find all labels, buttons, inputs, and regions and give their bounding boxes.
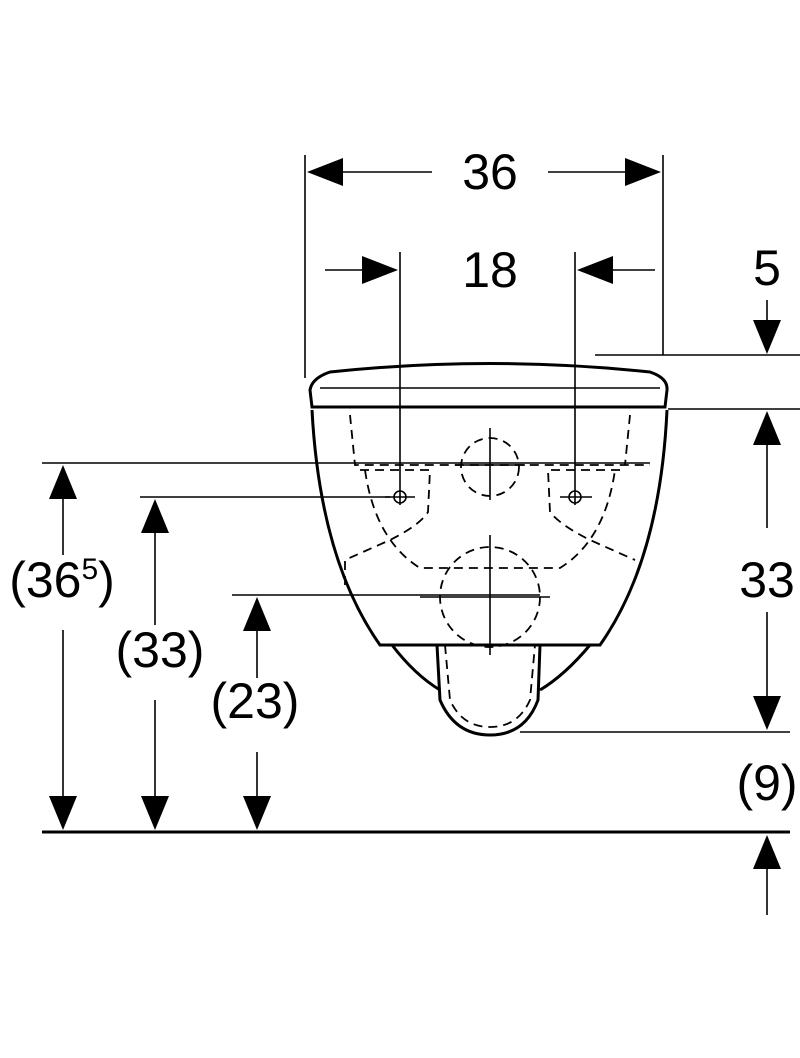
dimension-body-height: 33 (9) — [520, 411, 798, 915]
dimension-overall-width: 36 — [304, 144, 664, 378]
label-9: (9) — [736, 755, 797, 811]
label-33-right: 33 — [739, 552, 795, 608]
dimension-top-offset: 5 — [595, 240, 800, 410]
label-18: 18 — [462, 242, 518, 298]
label-23: (23) — [211, 673, 300, 729]
dimension-fixing-spacing: 18 — [325, 242, 655, 505]
label-36-5: (365) — [9, 552, 115, 608]
dimension-fixing-height: (33) — [116, 496, 390, 830]
label-33-left: (33) — [116, 622, 205, 678]
label-5: 5 — [753, 240, 781, 296]
lid — [308, 362, 669, 409]
dimension-drain-height: (365) — [9, 462, 650, 830]
label-36: 36 — [462, 144, 518, 200]
toilet-outline — [308, 362, 669, 737]
dimension-outlet-height: (23) — [211, 594, 540, 830]
